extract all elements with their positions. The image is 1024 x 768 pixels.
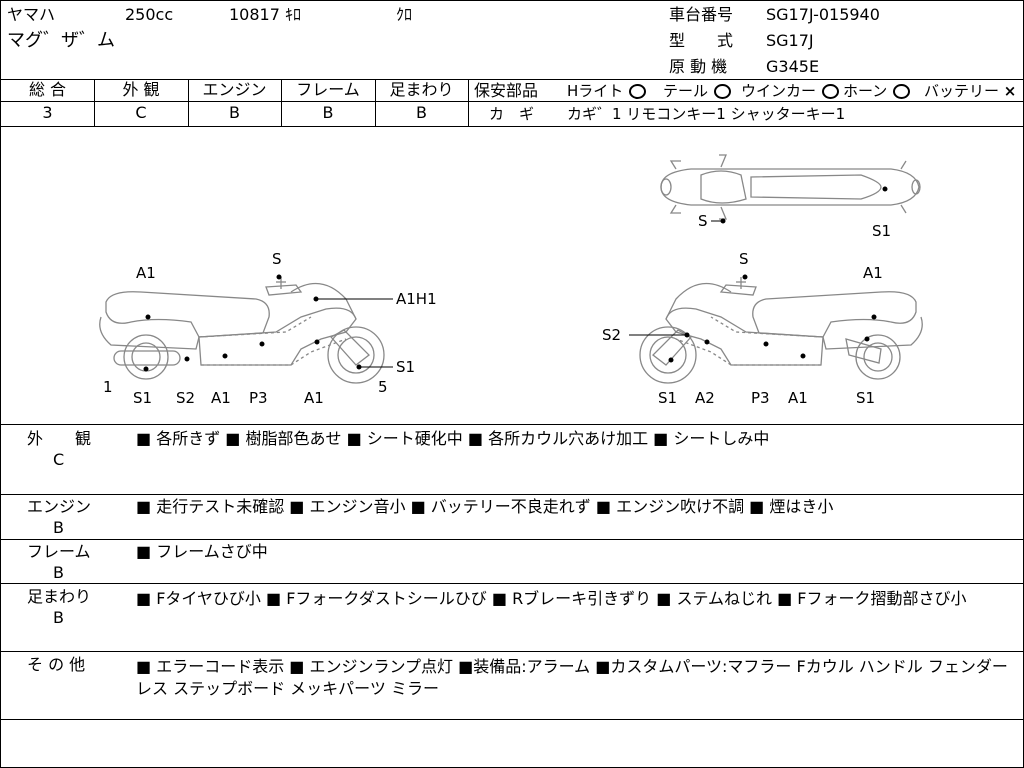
left-scooter-illustration	[99, 277, 385, 384]
frame-no-label: 車台番号	[669, 5, 734, 24]
grades-top-border	[1, 79, 1023, 80]
diagram-label: S1	[133, 389, 152, 407]
safety-item-label: ホーン	[843, 82, 888, 100]
grades-mid-border	[1, 101, 468, 102]
diagram-label: S2	[176, 389, 195, 407]
diagram-label: S	[698, 212, 708, 230]
note-category: 足まわり	[27, 587, 92, 606]
type-value: SG17J	[766, 31, 814, 50]
grades-bottom-border	[1, 126, 1023, 127]
notes-divider	[1, 583, 1023, 584]
grades-col-divider	[375, 79, 376, 126]
grades-col-divider	[94, 79, 95, 126]
damage-diagram: A1 S A1H1 S1 1 5 S1 S2 A1 P3 A1 S A1 S2 …	[99, 154, 923, 407]
grade-value-frame: B	[322, 103, 334, 122]
diagram-label: S1	[872, 222, 891, 240]
note-grade: B	[53, 608, 64, 627]
top-view-scooter-illustration	[660, 154, 921, 220]
note-text: ■ エラーコード表示 ■ エンジンランプ点灯 ■装備品:アラーム ■カスタムパー…	[136, 657, 1008, 698]
grade-value-exterior: C	[135, 103, 147, 122]
note-category: エンジン	[27, 497, 92, 516]
cross-ng-icon: ×	[1003, 82, 1017, 100]
model-name: マグ゛ザ゛ム	[7, 30, 115, 51]
diagram-label: S1	[658, 389, 677, 407]
circle-ok-icon	[714, 84, 732, 99]
safety-mid-border	[468, 101, 1023, 102]
note-text: ■ 各所きず ■ 樹脂部色あせ ■ シート硬化中 ■ 各所カウル穴あけ加工 ■ …	[136, 429, 770, 448]
displacement: 250cc	[125, 5, 174, 24]
note-category: そ の 他	[27, 655, 86, 674]
diagram-label: P3	[249, 389, 268, 407]
grades-col-divider	[188, 79, 189, 126]
diagram-label: A1	[863, 264, 883, 282]
notes-divider	[1, 539, 1023, 540]
diagram-label: S1	[856, 389, 875, 407]
note-grade: C	[53, 450, 65, 469]
diagram-label: S2	[602, 326, 621, 344]
safety-item-tail: テール	[663, 82, 732, 100]
safety-item-headlight: Hライト	[567, 82, 647, 100]
diagram-label: P3	[751, 389, 770, 407]
diagram-label: A2	[695, 389, 715, 407]
right-scooter-illustration	[639, 277, 923, 384]
diagram-label: 1	[103, 378, 113, 396]
safety-item-winker: ウインカー	[741, 82, 840, 100]
safety-item-label: Hライト	[567, 82, 624, 100]
note-text: ■ フレームさび中	[136, 542, 268, 561]
notes-divider	[1, 494, 1023, 495]
notes-divider	[1, 651, 1023, 652]
grades-col-divider	[281, 79, 282, 126]
engine-value: G345E	[766, 57, 820, 76]
color: ｸﾛ	[396, 5, 413, 24]
grade-label-engine: エンジン	[202, 80, 267, 99]
note-grade: B	[53, 563, 64, 582]
type-label: 型 式	[669, 31, 734, 50]
diagram-label: S1	[396, 358, 415, 376]
grade-label-suspension: 足まわり	[389, 80, 454, 99]
frame-no: SG17J-015940	[766, 5, 880, 24]
key-value: カギ゛1 リモコンキー1 シャッターキー1	[567, 105, 846, 123]
note-grade: B	[53, 518, 64, 537]
diagram-label: A1	[136, 264, 156, 282]
grade-label-frame: フレーム	[296, 80, 360, 99]
safety-item-label: テール	[663, 82, 709, 100]
note-category: フレーム	[27, 542, 91, 561]
grades-col-divider	[468, 79, 469, 126]
safety-item-label: ウインカー	[741, 82, 817, 100]
engine-label: 原 動 機	[669, 57, 728, 76]
notes-bottom-border	[1, 719, 1023, 720]
diagram-label: A1	[211, 389, 231, 407]
circle-ok-icon	[822, 84, 840, 99]
maker: ヤマハ	[7, 5, 56, 24]
safety-item-horn: ホーン	[843, 82, 911, 100]
diagram-label: A1H1	[396, 290, 437, 308]
diagram-label: S	[272, 250, 282, 268]
notes-top-border	[1, 424, 1023, 425]
safety-title: 保安部品	[474, 81, 539, 100]
diagram-label: 5	[378, 378, 388, 396]
grade-label-overall: 総 合	[28, 80, 67, 99]
note-text: ■ Fタイヤひび小 ■ Fフォークダストシールひび ■ Rブレーキ引きずり ■ …	[136, 589, 967, 608]
grade-label-exterior: 外 観	[122, 80, 160, 99]
note-category: 外 観	[27, 429, 92, 448]
safety-item-battery: バッテリー ×	[924, 82, 1016, 100]
key-label: カ ギ	[489, 105, 535, 123]
circle-ok-icon	[629, 84, 647, 99]
diagram-label: A1	[788, 389, 808, 407]
mileage: 10817 ｷﾛ	[229, 5, 301, 24]
grade-value-overall: 3	[42, 103, 53, 122]
safety-item-label: バッテリー	[924, 82, 1000, 100]
note-text: ■ 走行テスト未確認 ■ エンジン音小 ■ バッテリー不良走れず ■ エンジン吹…	[136, 497, 834, 516]
diagram-label: A1	[304, 389, 324, 407]
grade-value-engine: B	[229, 103, 240, 122]
diagram-label: S	[739, 250, 749, 268]
grade-value-suspension: B	[416, 103, 427, 122]
circle-ok-icon	[893, 84, 911, 99]
